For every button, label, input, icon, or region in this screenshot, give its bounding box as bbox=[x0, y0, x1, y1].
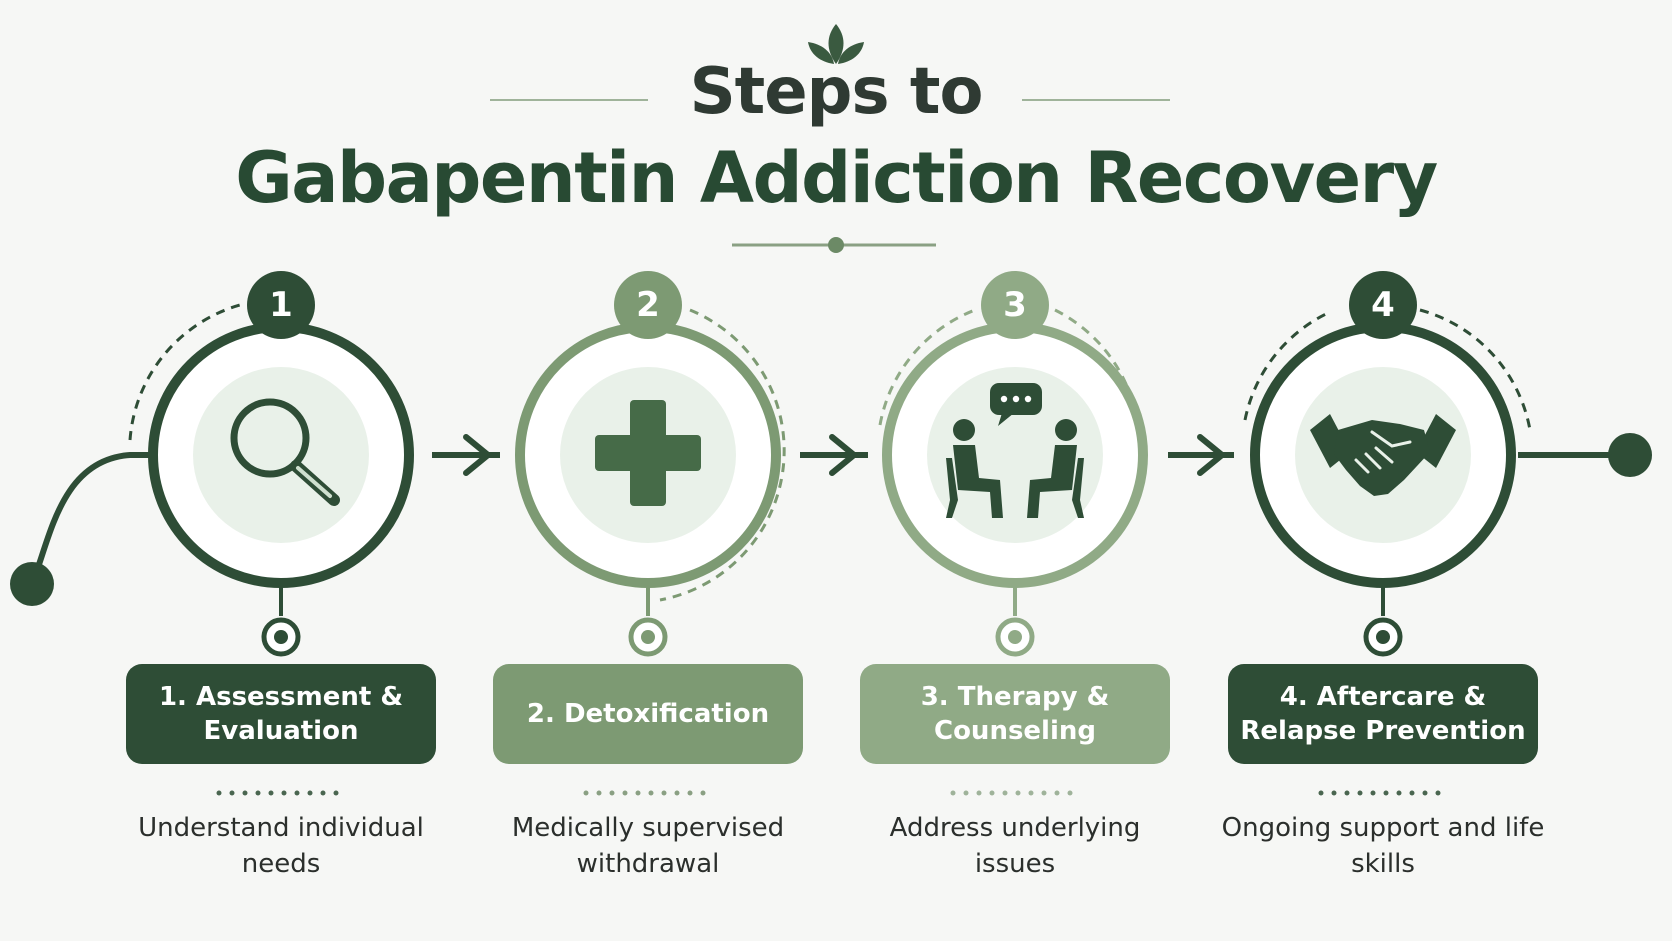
step-4-description: Ongoing support and life skills bbox=[1221, 813, 1545, 879]
step-1-description: Understand individual needs bbox=[138, 813, 424, 879]
counseling-icon bbox=[946, 383, 1084, 518]
step-2-graphic bbox=[515, 271, 786, 796]
title-line-1: Steps to bbox=[689, 55, 984, 129]
step-3-graphic bbox=[878, 271, 1148, 796]
step-3-label: 3. Therapy & Counseling bbox=[860, 664, 1170, 764]
step-1-number: 1 bbox=[269, 285, 293, 325]
title-underline bbox=[732, 237, 936, 253]
step-4-label: 4. Aftercare & Relapse Prevention bbox=[1228, 664, 1538, 764]
step-3-number: 3 bbox=[1003, 285, 1027, 325]
step-1-dots bbox=[216, 790, 339, 796]
step-4-number: 4 bbox=[1371, 285, 1395, 325]
leaf-logo-icon bbox=[808, 24, 864, 64]
step-2-label: 2. Detoxification bbox=[493, 664, 803, 764]
step-2-description: Medically supervised withdrawal bbox=[511, 813, 785, 879]
medical-cross-icon bbox=[595, 400, 701, 506]
step-4-graphic bbox=[1243, 271, 1532, 796]
magnifier-icon bbox=[230, 398, 340, 506]
step-3-dots bbox=[950, 790, 1073, 796]
page-title: Gabapentin Addiction Recovery bbox=[235, 137, 1438, 219]
step-4-dots bbox=[1318, 790, 1441, 796]
handshake-icon bbox=[1310, 414, 1456, 496]
step-2-dots bbox=[583, 790, 706, 796]
step-2-number: 2 bbox=[636, 285, 660, 325]
timeline-end-dot bbox=[1608, 433, 1652, 477]
step-1-graphic bbox=[128, 271, 414, 796]
step-1-label: 1. Assessment & Evaluation bbox=[126, 664, 436, 764]
step-3-description: Address underlying issues bbox=[889, 813, 1141, 879]
timeline-start-dot bbox=[10, 562, 54, 606]
